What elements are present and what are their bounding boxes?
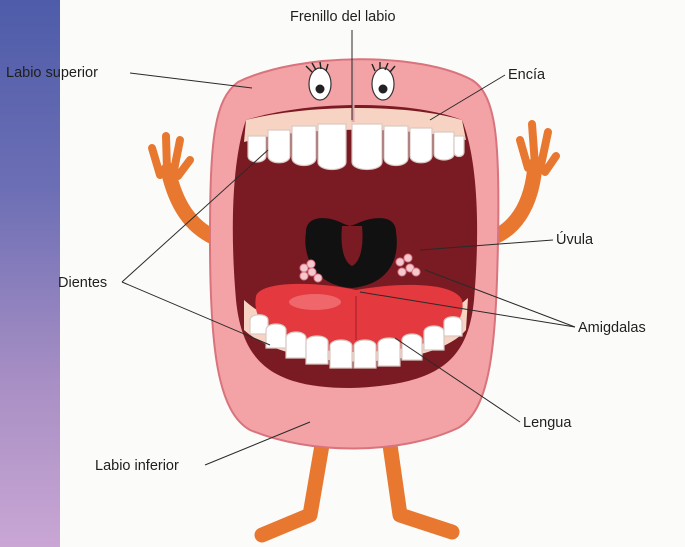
label-encia: Encía bbox=[508, 68, 545, 83]
label-labio-superior: Labio superior bbox=[6, 66, 98, 81]
label-uvula: Úvula bbox=[556, 233, 593, 248]
label-labio-inferior: Labio inferior bbox=[95, 459, 179, 474]
label-dientes: Dientes bbox=[58, 276, 107, 291]
left-arm bbox=[152, 136, 215, 238]
label-amigdalas: Amigdalas bbox=[578, 321, 646, 336]
legs bbox=[262, 445, 452, 535]
label-frenillo: Frenillo del labio bbox=[290, 10, 396, 25]
label-lengua: Lengua bbox=[523, 416, 571, 431]
